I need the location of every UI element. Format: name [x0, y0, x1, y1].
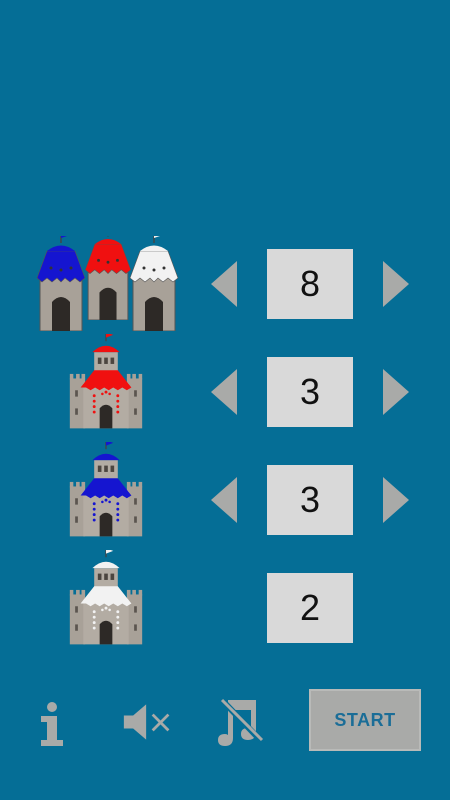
decrease-blue-button[interactable]	[209, 475, 239, 525]
sound-muted-icon[interactable]	[122, 696, 174, 748]
increase-red-button[interactable]	[381, 367, 411, 417]
white-count: 2	[267, 573, 353, 643]
bottom-toolbar: START	[0, 686, 450, 756]
music-muted-icon[interactable]	[216, 696, 268, 748]
info-icon[interactable]	[26, 696, 78, 748]
white-castle-icon	[69, 550, 143, 646]
start-button[interactable]: START	[309, 689, 421, 751]
increase-blue-button[interactable]	[381, 475, 411, 525]
white-castles-row: 2	[0, 550, 450, 648]
neutral-castles-row: 8	[0, 236, 450, 331]
castle-group-icon	[36, 236, 179, 331]
red-castles-row: 3	[0, 334, 450, 432]
neutral-count: 8	[267, 249, 353, 319]
blue-count: 3	[267, 465, 353, 535]
increase-neutral-button[interactable]	[381, 259, 411, 309]
blue-castles-row: 3	[0, 442, 450, 540]
blue-castle-icon	[69, 442, 143, 538]
decrease-neutral-button[interactable]	[209, 259, 239, 309]
decrease-red-button[interactable]	[209, 367, 239, 417]
red-castle-icon	[69, 334, 143, 430]
red-count: 3	[267, 357, 353, 427]
